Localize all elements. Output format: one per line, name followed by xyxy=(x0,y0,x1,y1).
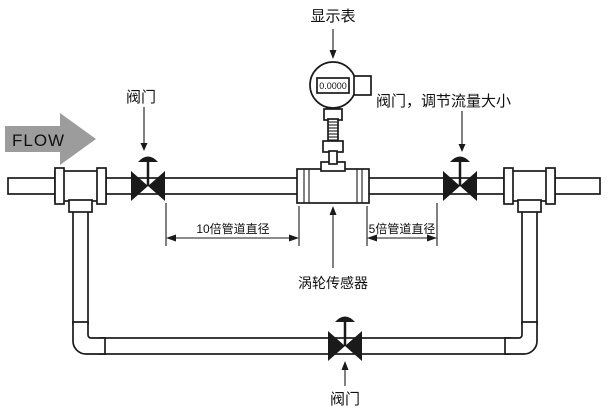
flow-label: FLOW xyxy=(12,131,65,150)
right-valve-handle xyxy=(450,156,470,162)
left-valve-callout: 阀门 xyxy=(126,89,156,151)
meter-reading: 0.0000 xyxy=(319,81,347,91)
meter-side-box xyxy=(353,75,372,96)
bottom-valve-label: 阀门 xyxy=(330,391,360,408)
flow-arrow-shape xyxy=(5,113,96,165)
display-meter-callout: 显示表 xyxy=(310,8,356,59)
turbine-sensor-body xyxy=(296,161,370,204)
right-valve-label: 阀门，调节流量大小 xyxy=(376,93,511,110)
meter-lower-stem xyxy=(328,150,338,165)
display-meter-device: 0.0000 xyxy=(309,61,372,165)
bottom-pipe xyxy=(99,337,511,355)
display-meter-label: 显示表 xyxy=(310,8,355,25)
dim-5d-label: 5倍管道直径 xyxy=(369,221,436,236)
turbine-sensor-callout: 涡轮传感器 xyxy=(298,206,368,291)
flow-arrow: FLOW xyxy=(5,113,96,165)
bypass-loop xyxy=(72,209,538,355)
dim-10d-label: 10倍管道直径 xyxy=(196,221,269,236)
right-vertical-pipe xyxy=(521,209,538,325)
thread-hatching xyxy=(328,121,338,141)
right-valve-callout: 阀门，调节流量大小 xyxy=(376,93,511,152)
dimension-5d: 5倍管道直径 xyxy=(366,203,438,246)
left-valve-label: 阀门 xyxy=(126,89,156,106)
right-valve xyxy=(443,156,477,201)
turbine-sensor-label: 涡轮传感器 xyxy=(298,275,368,291)
left-vertical-pipe xyxy=(72,209,89,325)
bottom-valve-handle xyxy=(335,316,355,322)
bottom-valve xyxy=(328,316,362,361)
left-valve-handle xyxy=(138,156,158,162)
bottom-left-elbow xyxy=(72,321,106,355)
left-valve xyxy=(131,156,165,201)
right-tee-fitting xyxy=(503,167,556,213)
dimension-10d: 10倍管道直径 xyxy=(165,203,300,246)
bottom-valve-callout: 阀门 xyxy=(330,361,360,408)
bottom-right-elbow xyxy=(504,321,538,355)
left-tee-fitting xyxy=(54,167,107,213)
meter-display-window xyxy=(316,77,350,94)
